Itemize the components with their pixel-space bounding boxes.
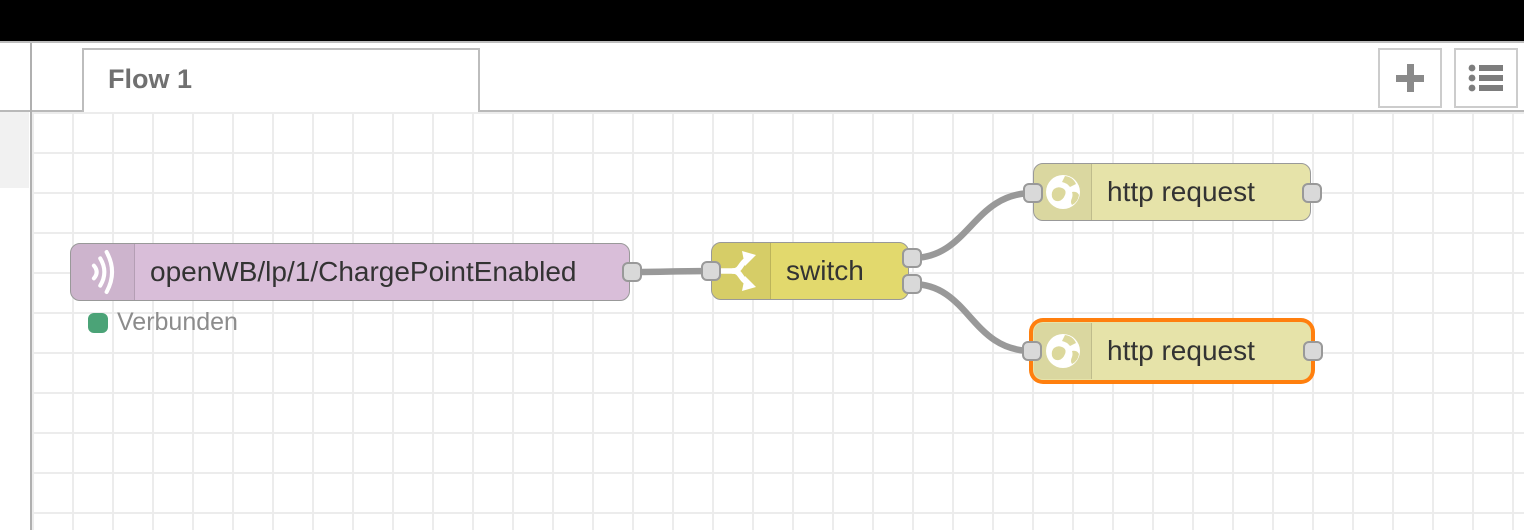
- wire-switch-to-http1[interactable]: [911, 189, 1034, 262]
- palette-divider: [30, 43, 32, 530]
- node-http-request-2-selected[interactable]: http request: [1033, 322, 1311, 380]
- wire-switch-to-http2[interactable]: [911, 280, 1033, 355]
- flow-list-button[interactable]: [1454, 48, 1518, 108]
- tab-flow-1[interactable]: Flow 1: [82, 48, 480, 112]
- port-input-switch[interactable]: [701, 261, 721, 281]
- port-output-mqtt[interactable]: [622, 262, 642, 282]
- tab-flow-1-label: Flow 1: [108, 64, 193, 94]
- status-connected-dot: [88, 312, 108, 333]
- node-status-mqtt: Verbunden: [88, 308, 238, 337]
- plus-icon: [1396, 64, 1424, 92]
- add-flow-button[interactable]: [1378, 48, 1442, 108]
- globe-icon: [1045, 334, 1080, 368]
- wifi-arcs-icon: [91, 250, 114, 294]
- node-mqtt-in[interactable]: openWB/lp/1/ChargePointEnabled: [70, 243, 630, 301]
- node-switch[interactable]: switch: [711, 242, 909, 300]
- port-input-http2[interactable]: [1022, 341, 1042, 361]
- globe-icon: [1045, 175, 1080, 209]
- fork-icon: [718, 251, 756, 291]
- node-label: http request: [1107, 176, 1255, 207]
- wire-mqtt-to-switch[interactable]: [631, 267, 712, 276]
- status-connected-text: Verbunden: [117, 308, 238, 336]
- port-output1-switch[interactable]: [902, 248, 922, 268]
- list-icon: [1468, 64, 1503, 92]
- port-output-http2[interactable]: [1303, 341, 1323, 361]
- node-icon-region: [71, 244, 135, 300]
- app-header-bar: [0, 0, 1524, 41]
- node-icon-region: [1034, 164, 1092, 220]
- node-label: switch: [786, 255, 864, 286]
- node-label: openWB/lp/1/ChargePointEnabled: [150, 256, 577, 287]
- port-output2-switch[interactable]: [902, 274, 922, 294]
- port-input-http1[interactable]: [1023, 183, 1043, 203]
- port-output-http1[interactable]: [1302, 183, 1322, 203]
- node-label: http request: [1107, 335, 1255, 366]
- node-icon-region: [1034, 323, 1092, 379]
- header-divider: [0, 41, 1524, 43]
- node-http-request-1[interactable]: http request: [1033, 163, 1311, 221]
- tab-bar-border: [0, 110, 1524, 112]
- palette-edge-fragment: [0, 112, 29, 188]
- node-icon-region: [712, 243, 771, 299]
